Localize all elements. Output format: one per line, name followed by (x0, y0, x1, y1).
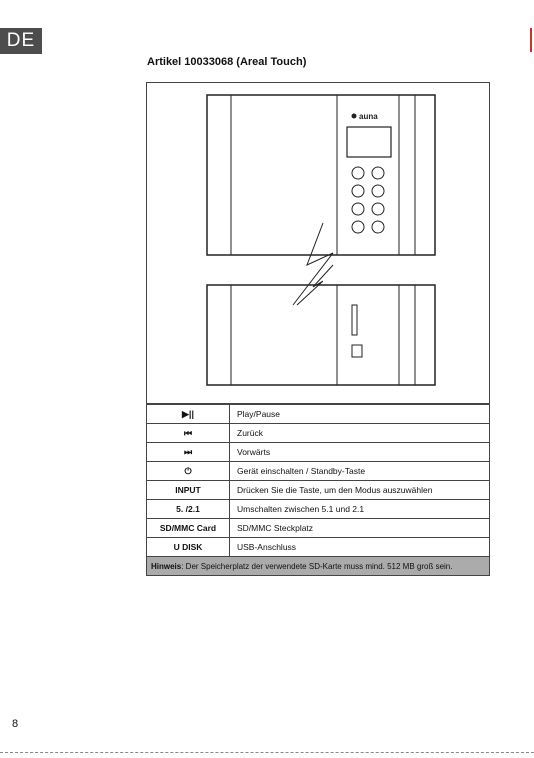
table-cell: Gerät einschalten / Standby-Taste (229, 461, 490, 481)
table-cell: Drücken Sie die Taste, um den Modus ausz… (229, 480, 490, 500)
article-title: Artikel 10033068 (Areal Touch) (147, 56, 307, 68)
controls-table: ▶|| Play/Pause ⏮ Zurück ⏭ Vorwärts ⏻ Ger… (146, 404, 490, 576)
table-row: SD/MMC Card SD/MMC Steckplatz (146, 518, 490, 538)
table-key: INPUT (146, 480, 230, 500)
table-key: U DISK (146, 537, 230, 557)
device-side-view (206, 284, 436, 386)
note-text: : Der Speicherplatz der verwendete SD-Ka… (181, 561, 453, 571)
note-row: Hinweis: Der Speicherplatz der verwendet… (146, 556, 490, 576)
table-cell: SD/MMC Steckplatz (229, 518, 490, 538)
table-row: ⏭ Vorwärts (146, 442, 490, 462)
break-line (292, 222, 334, 306)
brand-logo-text: auna (359, 112, 378, 121)
table-cell: Vorwärts (229, 442, 490, 462)
auna-logo: auna (351, 112, 378, 121)
table-row: ⏮ Zurück (146, 423, 490, 443)
table-row: U DISK USB-Anschluss (146, 537, 490, 557)
table-cell: Zurück (229, 423, 490, 443)
note-label: Hinweis (151, 561, 182, 571)
table-key: SD/MMC Card (146, 518, 230, 538)
table-row: ▶|| Play/Pause (146, 404, 490, 424)
table-row: 5. /2.1 Umschalten zwischen 5.1 und 2.1 (146, 499, 490, 519)
device-illustration: auna (146, 82, 490, 404)
table-cell: Umschalten zwischen 5.1 und 2.1 (229, 499, 490, 519)
bottom-divider (0, 752, 534, 753)
device-front-view (206, 94, 436, 256)
language-tab: DE (0, 28, 42, 54)
note-cell: Hinweis: Der Speicherplatz der verwendet… (146, 556, 490, 576)
power-icon: ⏻ (146, 461, 230, 481)
table-cell: USB-Anschluss (229, 537, 490, 557)
device-drawing: auna (206, 94, 436, 386)
break-line-2 (296, 264, 334, 306)
table-row: ⏻ Gerät einschalten / Standby-Taste (146, 461, 490, 481)
page-number: 8 (12, 718, 19, 730)
table-row: INPUT Drücken Sie die Taste, um den Modu… (146, 480, 490, 500)
next-icon: ⏭ (146, 442, 230, 462)
table-key: 5. /2.1 (146, 499, 230, 519)
table-cell: Play/Pause (229, 404, 490, 424)
previous-icon: ⏮ (146, 423, 230, 443)
edge-marker (530, 28, 532, 52)
play-pause-icon: ▶|| (146, 404, 230, 424)
